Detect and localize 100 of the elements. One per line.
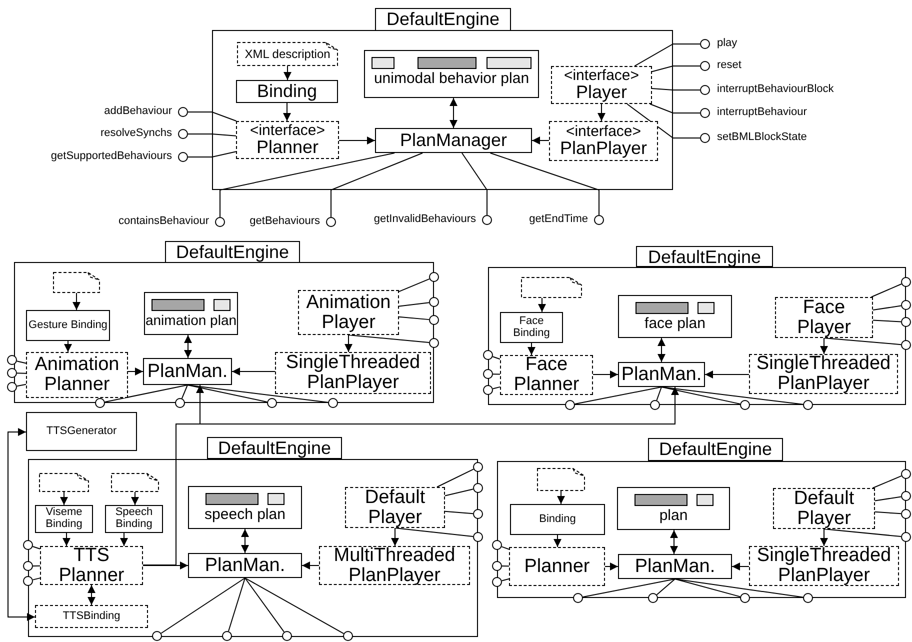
method-label: getInvalidBehaviours xyxy=(374,212,476,226)
connector-line xyxy=(348,334,430,344)
box-label: PlanMan. xyxy=(147,362,228,382)
arrow xyxy=(732,562,750,570)
box-label: TTSBinding xyxy=(62,610,120,622)
engine-title: DefaultEngine xyxy=(636,246,773,267)
box-label: XML description xyxy=(244,48,330,60)
arrow xyxy=(72,292,80,310)
component-box xyxy=(26,310,110,341)
connector-line xyxy=(398,316,430,320)
method-label: setBMLBlockState xyxy=(717,130,807,144)
connector-line xyxy=(872,320,902,322)
connector-line xyxy=(398,302,430,307)
connector-line xyxy=(574,386,662,405)
box-label: Face Planner xyxy=(512,355,580,395)
connector-line xyxy=(874,496,902,502)
component-box xyxy=(26,412,137,451)
arrow xyxy=(302,562,320,570)
method-label: resolveSynchs xyxy=(100,126,172,140)
connector-line xyxy=(187,384,268,402)
box-label: SingleThreaded PlanPlayer xyxy=(284,353,422,393)
engine-title: DefaultEngine xyxy=(648,438,783,461)
method-label: containsBehaviour xyxy=(118,214,209,228)
connector-line xyxy=(872,475,902,488)
arrow xyxy=(391,528,399,546)
interface-box xyxy=(773,488,875,529)
box-label: Speech Binding xyxy=(114,507,154,531)
interface-box xyxy=(275,352,431,394)
method-label: getEndTime xyxy=(529,212,588,226)
connector-line xyxy=(661,386,804,405)
connector-line xyxy=(501,546,510,550)
connector-line xyxy=(492,386,500,390)
box-label: Face Binding xyxy=(512,316,551,340)
box-label: Animation Planner xyxy=(34,355,120,395)
connector-line xyxy=(228,578,246,632)
method-label: reset xyxy=(717,58,742,72)
connector-line xyxy=(870,283,902,298)
connector-line xyxy=(444,510,474,514)
box-label: Viseme Binding xyxy=(44,507,84,531)
document-shape xyxy=(521,277,582,298)
interface-box xyxy=(319,546,470,585)
method-label: addBehaviour xyxy=(104,104,172,118)
interface-box xyxy=(509,547,605,586)
connector-line xyxy=(32,565,40,566)
box-label: Animation Player xyxy=(305,292,392,332)
plan-box xyxy=(618,295,732,338)
arrow xyxy=(557,490,565,504)
document-shape xyxy=(237,42,338,66)
box-label: face plan xyxy=(644,316,706,332)
arrow xyxy=(283,102,291,122)
connector-line xyxy=(502,566,510,567)
engine-title: DefaultEngine xyxy=(165,241,300,263)
connector-line xyxy=(220,152,396,218)
document-shape xyxy=(39,473,89,492)
connector-line xyxy=(656,578,676,596)
interface-box xyxy=(35,605,148,628)
connector-line xyxy=(652,88,700,90)
connector-line xyxy=(582,578,676,598)
box-label: Planner xyxy=(256,138,319,158)
arrow xyxy=(62,532,70,546)
method-label: getBehaviours xyxy=(250,214,320,228)
component-box xyxy=(236,80,338,103)
arrow xyxy=(820,528,828,546)
component-box xyxy=(35,505,93,533)
connector-line xyxy=(501,578,510,582)
connector-line xyxy=(634,44,700,66)
box-label: PlanManager xyxy=(400,131,508,150)
box-label: Binding xyxy=(539,514,576,526)
arrow xyxy=(8,428,36,621)
arrow xyxy=(604,562,618,570)
interface-box xyxy=(298,290,399,335)
connector-line xyxy=(444,488,474,496)
connector-line xyxy=(32,546,40,550)
connector-line xyxy=(874,511,902,514)
arrow xyxy=(704,370,750,378)
box-label: Gesture Binding xyxy=(28,320,108,332)
arrow xyxy=(344,334,352,352)
interface-box xyxy=(551,66,652,104)
document-shape xyxy=(111,473,159,492)
document-shape xyxy=(53,272,100,293)
document-shape xyxy=(537,468,585,491)
interface-box xyxy=(775,297,873,338)
connector-line xyxy=(394,528,474,537)
box-label: animation plan xyxy=(145,313,237,328)
arrow xyxy=(538,298,546,312)
connector-line xyxy=(16,372,26,374)
box-label: PlanMan. xyxy=(634,556,716,576)
arrow xyxy=(64,340,72,352)
connector-line xyxy=(244,578,285,632)
arrow xyxy=(120,532,128,546)
arrow xyxy=(241,528,249,554)
method-label: interruptBehaviour xyxy=(717,105,807,119)
connector-line xyxy=(398,278,430,292)
interface-box xyxy=(26,352,128,398)
box-label: speech plan xyxy=(204,507,286,523)
arrow xyxy=(338,136,376,144)
connector-line xyxy=(181,384,188,399)
method-label: interruptBehaviourBlock xyxy=(717,82,834,96)
interface-box xyxy=(236,121,339,159)
box-label: Planner xyxy=(524,556,590,576)
